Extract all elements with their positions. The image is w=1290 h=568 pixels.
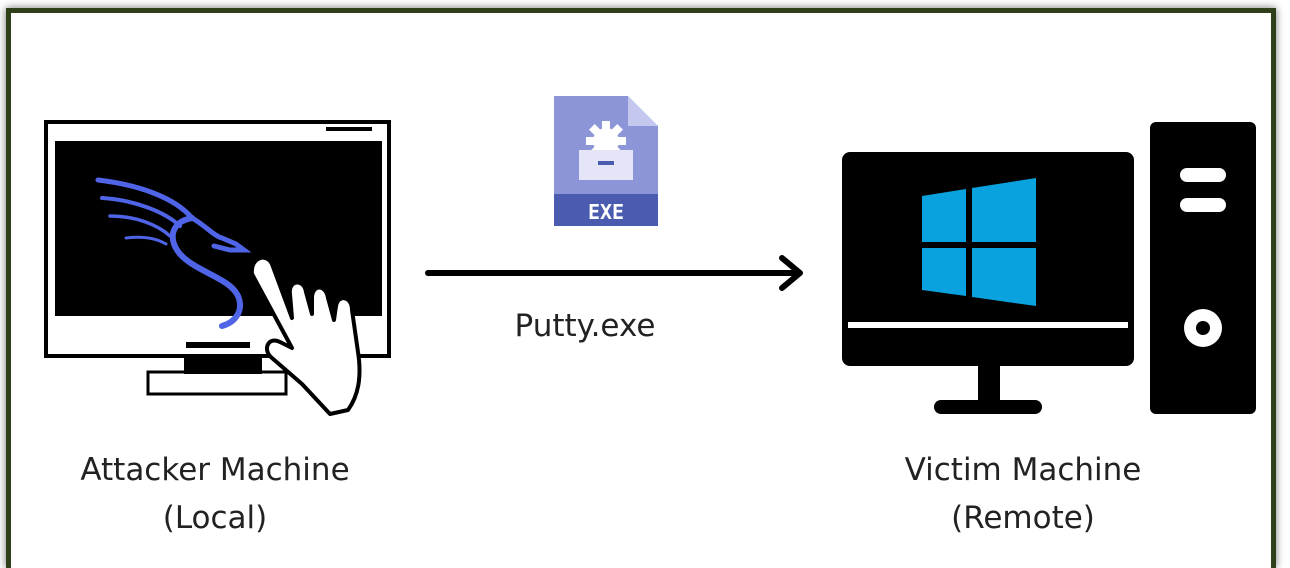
victim-subtitle: (Remote) <box>951 500 1095 536</box>
windows-logo-icon <box>922 178 1036 306</box>
attacker-subtitle: (Local) <box>162 500 268 536</box>
file-transfer-label: Putty.exe <box>470 302 700 350</box>
kali-dragon-icon <box>95 177 252 329</box>
attacker-machine-label: Attacker Machine (Local) <box>30 446 400 542</box>
diagram-canvas: EXE <box>44 96 1256 416</box>
exe-file-icon: EXE <box>554 96 658 226</box>
victim-title: Victim Machine <box>904 452 1142 488</box>
victim-machine-label: Victim Machine (Remote) <box>838 446 1208 542</box>
file-name: Putty.exe <box>514 308 656 344</box>
transfer-arrow <box>425 255 803 291</box>
pc-tower-icon <box>1150 122 1256 414</box>
exe-badge-text: EXE <box>588 200 624 224</box>
attacker-title: Attacker Machine <box>80 452 350 488</box>
attacker-monitor-icon <box>44 120 391 396</box>
pointing-hand-icon <box>249 255 362 416</box>
